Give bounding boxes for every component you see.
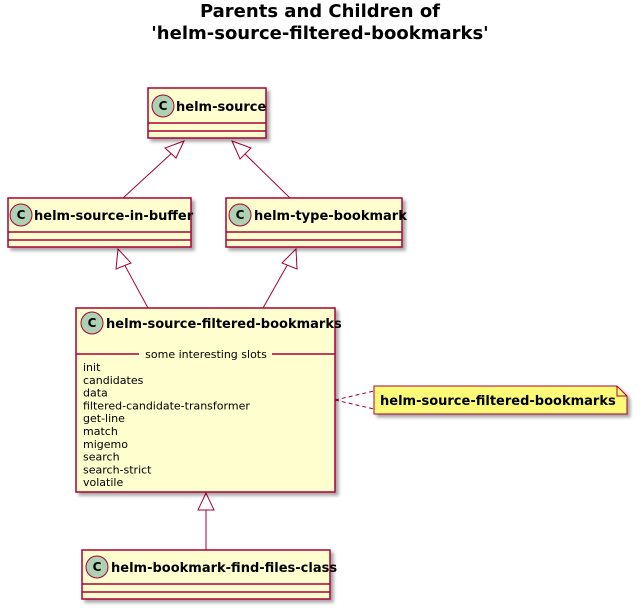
slot-item: volatile (83, 476, 123, 489)
inheritance-arrowhead (164, 140, 185, 159)
class-name: helm-bookmark-find-files-class (111, 561, 337, 576)
inheritance-edges (115, 140, 298, 550)
slot-item: filtered-candidate-transformer (83, 399, 250, 412)
slot-item: init (83, 361, 101, 374)
class-helm-source-filtered-bookmarks[interactable]: C helm-source-filtered-bookmarks some in… (75, 307, 342, 493)
class-name: helm-source-filtered-bookmarks (106, 317, 342, 332)
diagram-title-line-1: Parents and Children of (200, 1, 440, 22)
class-icon-letter: C (88, 316, 97, 330)
class-name: helm-type-bookmark (254, 209, 407, 224)
class-icon-letter: C (93, 560, 102, 574)
inheritance-arrowhead (197, 491, 215, 511)
note-text: helm-source-filtered-bookmarks (380, 394, 616, 409)
slot-item: candidates (83, 374, 144, 387)
diagram-title-line-2: 'helm-source-filtered-bookmarks' (151, 23, 488, 44)
note-connector (334, 390, 375, 401)
class-name: helm-source (176, 100, 267, 115)
class-name: helm-source-in-buffer (34, 209, 194, 224)
class-helm-source-in-buffer[interactable]: C helm-source-in-buffer (7, 197, 194, 248)
class-helm-type-bookmark[interactable]: C helm-type-bookmark (225, 197, 407, 248)
slot-item: match (83, 425, 118, 438)
slots-section-label: some interesting slots (145, 348, 267, 361)
class-icon-letter: C (236, 208, 245, 222)
inheritance-arrowhead (115, 247, 132, 270)
class-icon-letter: C (17, 208, 26, 222)
inheritance-arrowhead (281, 247, 298, 270)
class-icon (80, 311, 104, 335)
class-helm-bookmark-find-files-class[interactable]: C helm-bookmark-find-files-class (81, 549, 337, 600)
slot-item: search-strict (83, 463, 152, 476)
class-icon (228, 203, 252, 227)
edge-in-buffer-to-source (122, 151, 174, 199)
note-connector-lower (334, 399, 375, 410)
slot-item: migemo (83, 438, 128, 451)
slot-item: data (83, 387, 108, 400)
slot-list: initcandidatesdatafiltered-candidate-tra… (83, 361, 250, 489)
edge-filtered-to-type-bookmark (262, 261, 290, 309)
inheritance-arrowhead (231, 140, 252, 160)
class-icon (151, 94, 175, 118)
edge-filtered-to-in-buffer (122, 261, 149, 309)
class-icon (9, 203, 33, 227)
class-icon (85, 555, 109, 579)
edge-type-bookmark-to-source (242, 151, 291, 199)
slot-item: get-line (83, 412, 125, 425)
class-icon-letter: C (159, 99, 168, 113)
slot-item: search (83, 451, 120, 464)
note-helm-source-filtered-bookmarks: helm-source-filtered-bookmarks (373, 385, 628, 415)
class-helm-source[interactable]: C helm-source (147, 87, 267, 139)
